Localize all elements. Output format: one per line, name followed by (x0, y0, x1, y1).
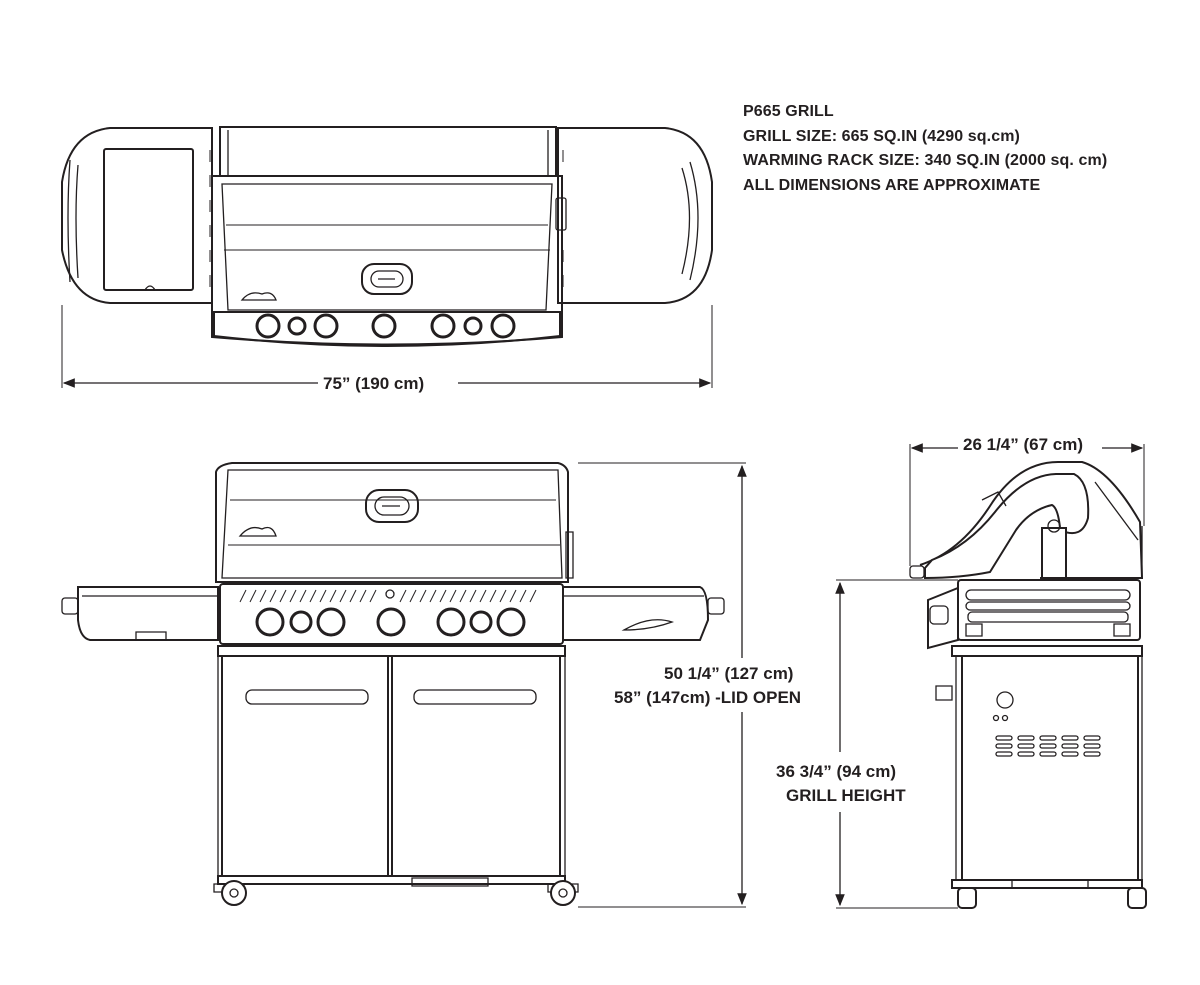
spec-block: P665 GRILL GRILL SIZE: 665 SQ.IN (4290 s… (743, 100, 1107, 198)
side-view (835, 443, 1146, 908)
grill-height-value: 36 3/4” (94 cm) (776, 762, 897, 781)
grill-height-label: GRILL HEIGHT (786, 786, 906, 805)
depth-dimension-label: 26 1/4” (67 cm) (963, 435, 1084, 454)
grill-size-text: GRILL SIZE: 665 SQ.IN (4290 sq.cm) (743, 127, 1020, 145)
height-closed-label: 50 1/4” (127 cm) (664, 664, 794, 683)
height-open-label: 58” (147cm) -LID OPEN (614, 688, 802, 707)
width-dimension-label: 75” (190 cm) (323, 374, 425, 393)
front-view (62, 463, 747, 907)
top-view (62, 127, 712, 388)
model-title: P665 GRILL (743, 103, 834, 120)
approximate-note: ALL DIMENSIONS ARE APPROXIMATE (743, 176, 1041, 194)
warming-rack-text: WARMING RACK SIZE: 340 SQ.IN (2000 sq. c… (743, 152, 1108, 169)
